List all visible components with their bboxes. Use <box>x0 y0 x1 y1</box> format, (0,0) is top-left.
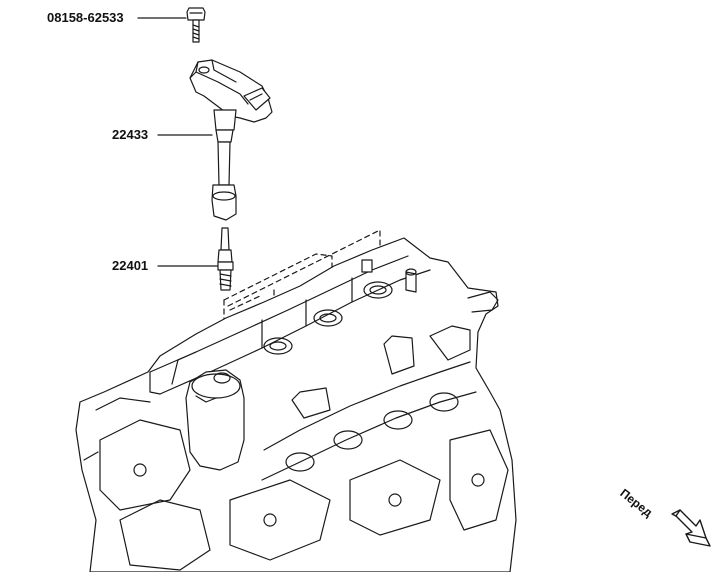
bolt-part <box>186 7 206 43</box>
callout-ignition-coil-part-number: 22433 <box>112 127 149 142</box>
spark-plug-part <box>217 227 234 291</box>
callout-spark-plug-part-number: 22401 <box>112 258 149 273</box>
engine-head-cover <box>75 237 517 573</box>
front-direction-arrow-icon <box>671 509 711 547</box>
callout-bolt-part-number: 08158-62533 <box>47 10 124 25</box>
ignition-coil-part <box>189 59 273 221</box>
